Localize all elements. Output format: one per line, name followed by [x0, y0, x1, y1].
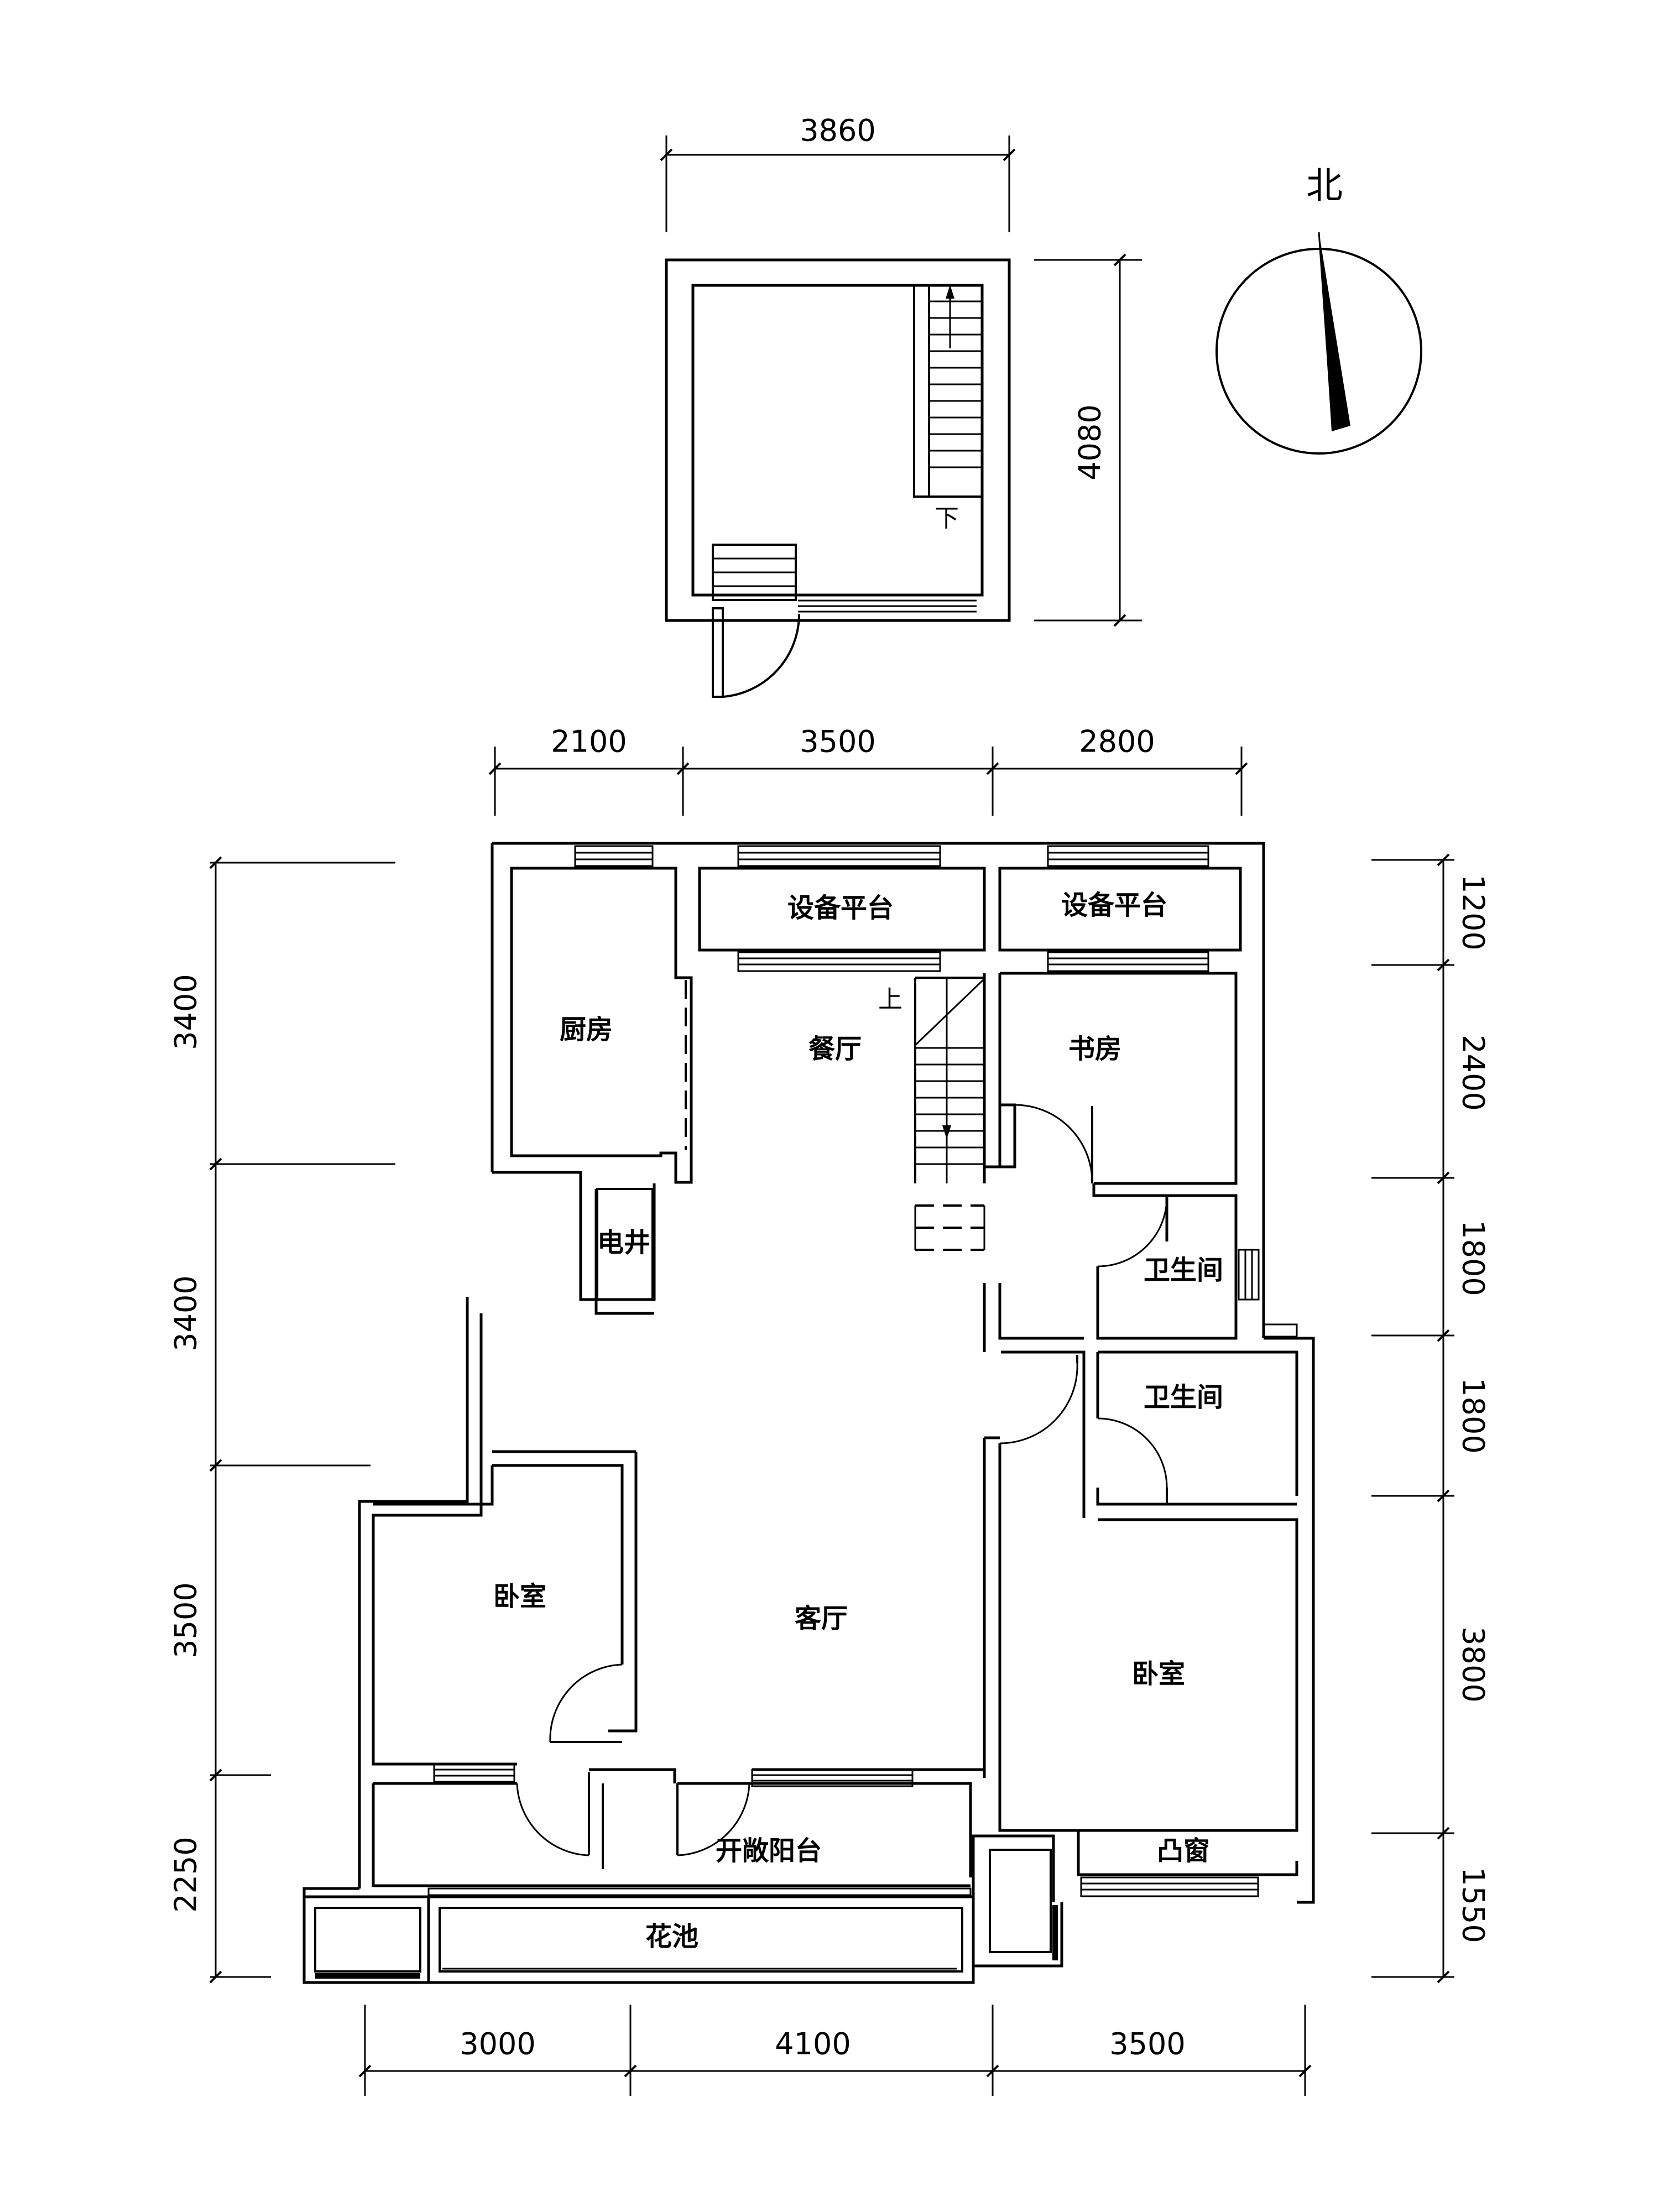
- balcony-walls: [302, 1768, 986, 1984]
- right-dimensions: 1200 2400 1800 1800 3800 1550: [1371, 853, 1490, 1984]
- north-compass: 北: [1215, 164, 1422, 455]
- attic-width-label: 3860: [800, 113, 875, 148]
- equipment-platform-2: [998, 867, 1242, 952]
- dim-left-2: 3400: [169, 1275, 204, 1351]
- left-dimensions: 3400 3400 3500 2250: [169, 856, 395, 1984]
- bottom-dimensions: 3000 4100 3500: [358, 2005, 1312, 2096]
- room-bathroom-1: 卫生间: [1144, 1255, 1223, 1286]
- attic-stair: 下: [913, 284, 983, 533]
- room-living: 客厅: [795, 1603, 848, 1634]
- room-bedroom-west: 卧室: [493, 1581, 546, 1612]
- main-stair: [914, 973, 1001, 1251]
- dim-bottom-1: 3000: [460, 2027, 535, 2062]
- room-bay-window: 凸窗: [1157, 1835, 1210, 1866]
- room-balcony: 开敞阳台: [716, 1835, 822, 1866]
- dim-right-5: 3800: [1455, 1626, 1490, 1702]
- top-dimensions: 2100 3500 2800: [488, 724, 1248, 816]
- dim-bottom-2: 4100: [775, 2027, 851, 2062]
- dim-bottom-3: 3500: [1109, 2027, 1185, 2062]
- attic-door: [712, 544, 801, 698]
- stair-up-label: 上: [878, 985, 902, 1014]
- room-dining: 餐厅: [808, 1034, 862, 1065]
- main-floor-plan: 厨房 餐厅 书房 设备平台 设备平台 电井 卫生间 卫生间 卧室 客厅 卧室 开…: [302, 842, 1315, 1984]
- attic-height-label: 4080: [1073, 404, 1108, 480]
- dim-left-4: 2250: [169, 1837, 204, 1912]
- compass-needle-icon: [1319, 232, 1350, 431]
- dim-right-4: 1800: [1455, 1378, 1490, 1453]
- compass-circle: [1215, 248, 1422, 455]
- room-kitchen: 厨房: [560, 1014, 613, 1045]
- west-bedroom-walls: [358, 1297, 638, 1888]
- dim-right-2: 2400: [1455, 1035, 1490, 1110]
- study-walls: [1000, 972, 1238, 1185]
- kitchen-walls: [492, 867, 693, 1315]
- room-equipment-1: 设备平台: [787, 893, 894, 924]
- bathroom-1-walls: [983, 1183, 1260, 1352]
- attic-dimensions: 3860 4080: [660, 113, 1142, 627]
- east-bedroom-walls: [983, 1355, 1298, 1832]
- bay-window: [972, 1830, 1298, 1968]
- equipment-platform-1: [698, 867, 986, 952]
- dim-left-1: 3400: [169, 974, 204, 1050]
- room-bedroom-east: 卧室: [1132, 1658, 1185, 1689]
- attic-plan: 下 3860 4080: [660, 113, 1142, 698]
- room-electric-shaft: 电井: [597, 1227, 650, 1258]
- dim-top-1: 2100: [551, 724, 627, 759]
- dim-right-6: 1550: [1455, 1867, 1490, 1943]
- north-label: 北: [1306, 164, 1343, 207]
- attic-stair-label: 下: [935, 504, 959, 533]
- room-planter: 花池: [645, 1921, 698, 1952]
- dim-right-3: 1800: [1455, 1220, 1490, 1296]
- dim-right-1: 1200: [1455, 874, 1490, 950]
- room-equipment-2: 设备平台: [1061, 890, 1167, 921]
- room-study: 书房: [1068, 1034, 1121, 1065]
- dim-left-3: 3500: [169, 1582, 204, 1658]
- bathroom-2-walls: [1001, 1323, 1315, 1904]
- dim-top-2: 3500: [800, 724, 875, 759]
- dim-top-3: 2800: [1079, 724, 1155, 759]
- top-windows: [574, 845, 1209, 972]
- room-bathroom-2: 卫生间: [1144, 1382, 1223, 1413]
